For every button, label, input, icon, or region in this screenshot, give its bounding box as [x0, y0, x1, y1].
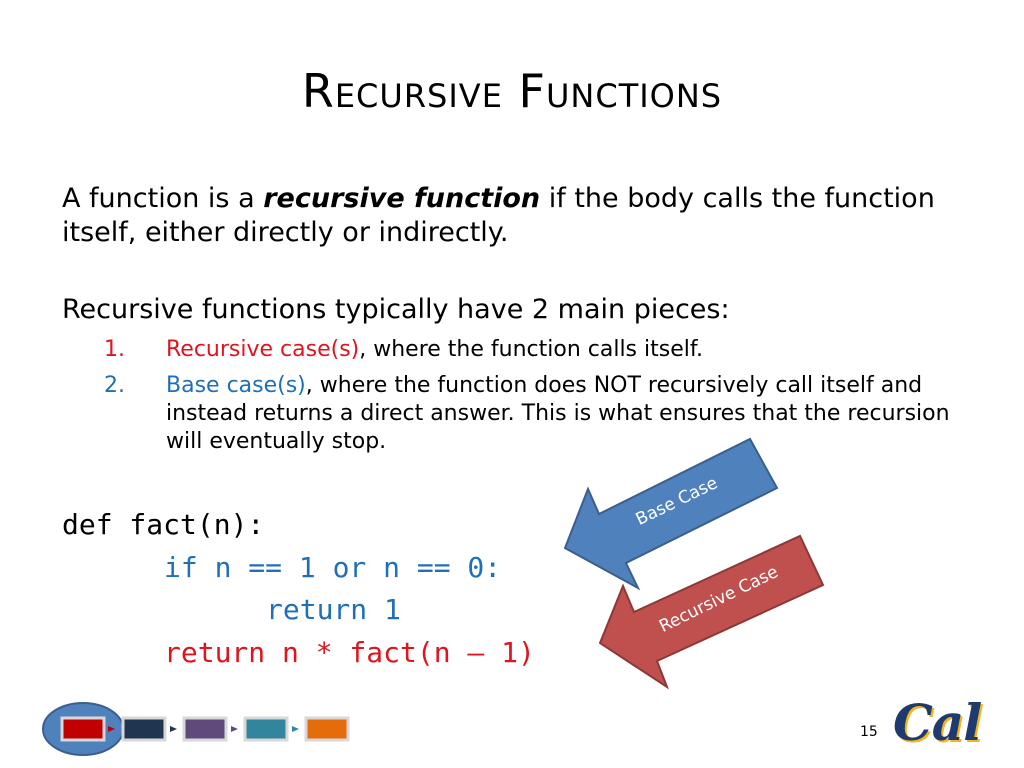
recursive-case-desc: , where the function calls itself.	[359, 337, 703, 362]
list-item: 2. Base case(s), where the function does…	[104, 372, 964, 456]
list-number: 1.	[104, 337, 125, 362]
nav-navy-icon[interactable]	[123, 718, 165, 740]
recursive-case-label: Recursive case(s)	[166, 337, 360, 362]
cal-logo: Cal	[893, 693, 982, 752]
page-number: 15	[860, 724, 878, 740]
code-line-def: def fact(n):	[62, 508, 265, 541]
definition-paragraph: A function is a recursive function if th…	[62, 182, 972, 250]
code-line-return-base: return 1	[266, 593, 401, 626]
list-text: Base case(s), where the function does NO…	[166, 372, 964, 456]
nav-highlight	[42, 702, 350, 756]
nav-teal-icon[interactable]	[245, 718, 287, 740]
slide-navigation	[0, 700, 400, 760]
base-case-desc: , where the function does NOT recursivel…	[166, 373, 950, 454]
list-text: Recursive case(s), where the function ca…	[166, 336, 703, 364]
definition-suffix: if the body calls the function itself, e…	[62, 183, 935, 248]
nav-purple-icon[interactable]	[184, 718, 226, 740]
pieces-heading: Recursive functions typically have 2 mai…	[62, 294, 730, 325]
nav-red-icon[interactable]	[62, 718, 104, 740]
base-case-label: Base case(s)	[166, 373, 306, 398]
code-line-if: if n == 1 or n == 0:	[164, 551, 502, 584]
slide-title: Recursive Functions	[301, 64, 723, 118]
definition-prefix: A function is a	[62, 183, 264, 214]
nav-orange-icon[interactable]	[306, 718, 348, 740]
pieces-list: 1. Recursive case(s), where the function…	[104, 336, 964, 464]
list-item: 1. Recursive case(s), where the function…	[104, 336, 964, 364]
code-line-return-recursive: return n * fact(n – 1)	[164, 636, 535, 669]
list-number: 2.	[104, 373, 125, 398]
definition-term: recursive function	[263, 183, 541, 214]
